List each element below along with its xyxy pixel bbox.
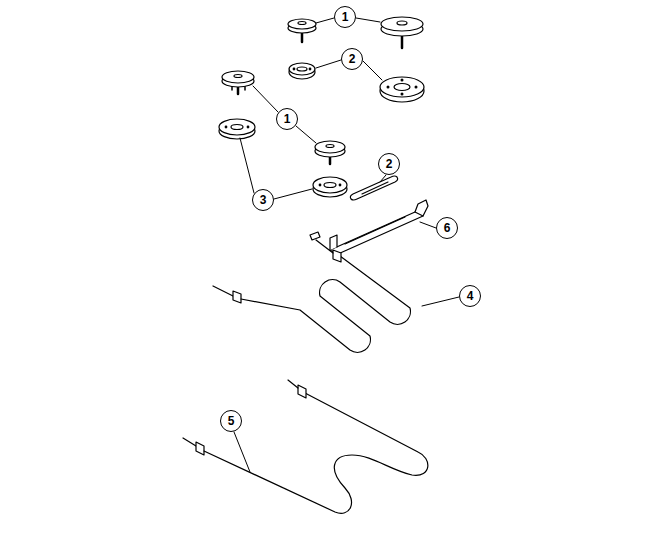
burner-cap <box>381 17 423 48</box>
burner-cap <box>288 19 316 42</box>
callout-number: 6 <box>436 217 458 239</box>
burner-head <box>313 177 347 197</box>
callout-number: 1 <box>276 108 298 130</box>
burner-cap <box>222 71 254 94</box>
burner-head <box>219 119 255 139</box>
callout-number: 1 <box>334 6 356 28</box>
callout-number: 3 <box>252 189 274 211</box>
leader-lines <box>234 18 459 472</box>
callout-number: 2 <box>341 48 363 70</box>
callout-number: 2 <box>378 153 400 175</box>
element-bracket <box>310 200 428 254</box>
burner-head <box>289 63 315 79</box>
bake-element <box>183 380 428 513</box>
callout-number: 4 <box>459 285 481 307</box>
burner-cap <box>315 141 345 164</box>
broil-element <box>213 240 410 352</box>
small-bar <box>350 176 397 200</box>
burner-head <box>380 77 424 102</box>
callout-number: 5 <box>220 410 242 432</box>
